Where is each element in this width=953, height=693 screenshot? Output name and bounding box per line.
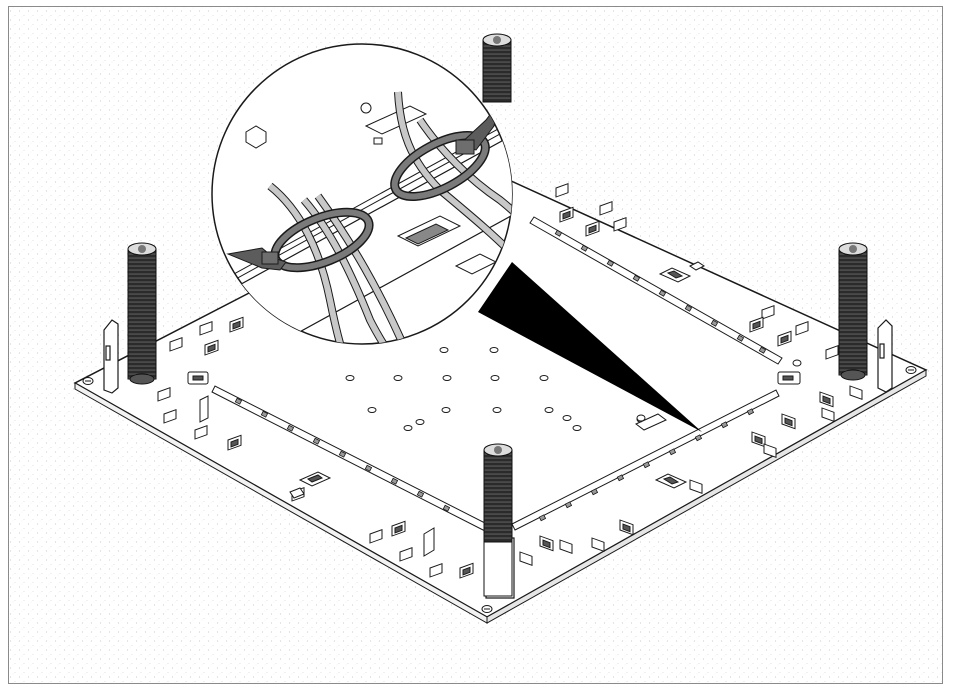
foot-right xyxy=(838,242,868,381)
cable-rails xyxy=(211,216,783,532)
plate-holes xyxy=(345,347,582,431)
corner-screws xyxy=(82,359,917,613)
leveling-feet xyxy=(127,33,868,597)
callout-pointer xyxy=(478,262,702,432)
foot-back xyxy=(482,33,512,103)
illustration-frame xyxy=(8,6,943,684)
mounting-slots xyxy=(157,182,863,579)
bracket-icon xyxy=(103,319,119,394)
leveling-foot-icon xyxy=(127,242,157,385)
cable-clips xyxy=(187,261,801,557)
magnifier-callout-icon xyxy=(211,43,513,345)
cable-tie-icon xyxy=(226,207,374,273)
foot-front xyxy=(483,443,513,597)
